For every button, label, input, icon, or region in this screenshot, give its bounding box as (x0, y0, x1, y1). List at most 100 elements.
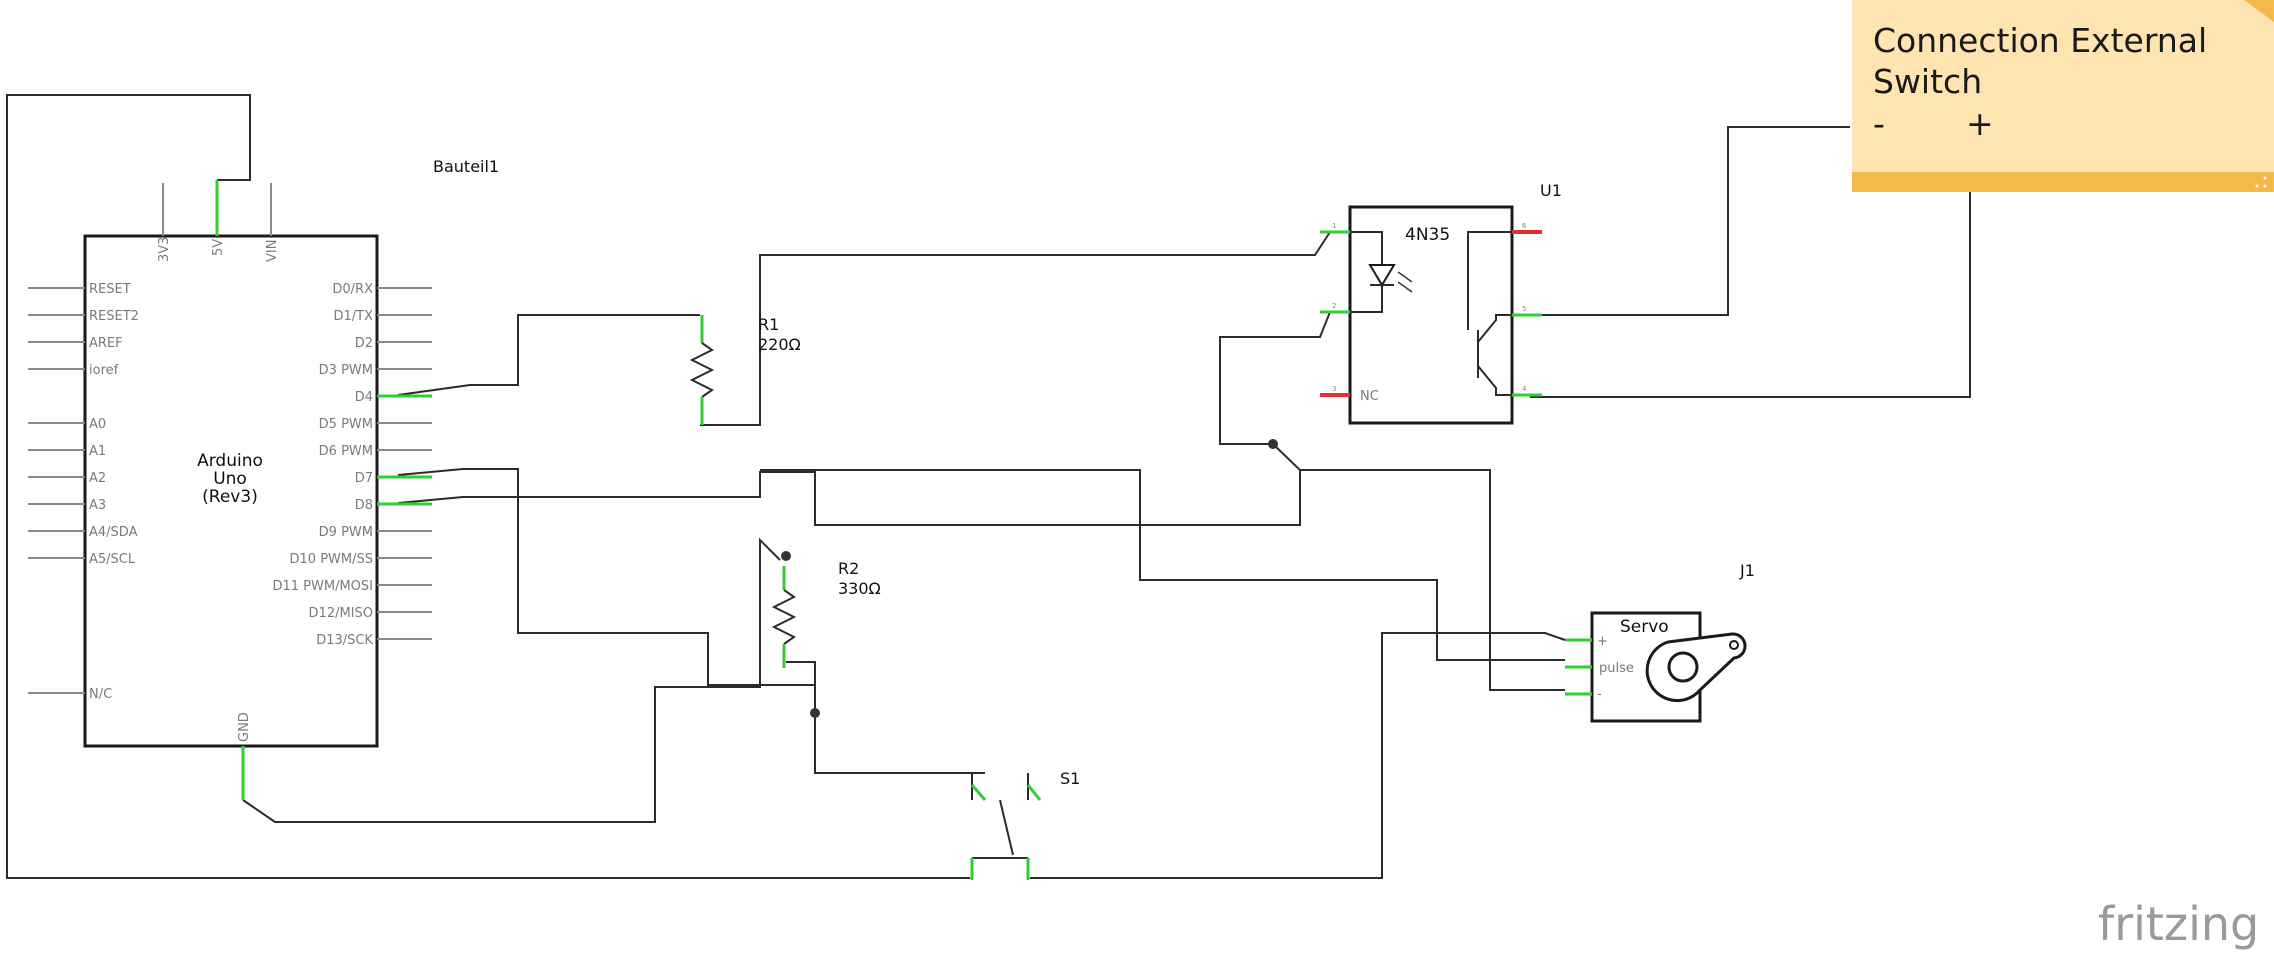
pin-label-d11: D11 PWM/MOSI (272, 579, 373, 594)
u1-part-label: 4N35 (1405, 225, 1450, 245)
u1-ref-label: U1 (1540, 181, 1562, 200)
note-external-switch[interactable]: Connection External Switch - + (1852, 0, 2274, 192)
u1-pin-num: 5 (1522, 305, 1526, 313)
pin-label-d1: D1/TX (333, 309, 373, 324)
arduino-name-1: Arduino (197, 451, 263, 471)
pin-label-a2: A2 (89, 471, 106, 486)
s1-pin-2[interactable] (1026, 784, 1042, 801)
pin-label-d10: D10 PWM/SS (290, 552, 373, 567)
pin-label-aref: AREF (89, 336, 123, 351)
wire-d8-to-junction[interactable] (397, 443, 1301, 526)
u1-light-arrow (1397, 281, 1413, 293)
pin-label-d0: D0/RX (332, 282, 373, 297)
arduino-uno[interactable]: Bauteil1 Arduino Uno (Rev3) 3V3 5V VIN G… (28, 157, 499, 800)
note-plus: + (1966, 104, 1994, 143)
r1-zigzag (689, 342, 715, 398)
pin-label-a0: A0 (89, 417, 106, 432)
pin-label-reset2: RESET2 (89, 309, 139, 324)
u1-pin-num: 3 (1332, 385, 1336, 393)
j1-pin-label-minus: - (1597, 687, 1602, 702)
pin-label-d6: D6 PWM (319, 444, 373, 459)
pin-label-gnd: GND (237, 712, 252, 742)
pin-label-3v3: 3V3 (157, 237, 172, 262)
pin-label-d3: D3 PWM (319, 363, 373, 378)
u1-light-arrow (1397, 271, 1413, 283)
pin-label-nc: N/C (89, 687, 112, 702)
wire-to-servo-pulse[interactable] (760, 469, 1565, 661)
r2-ref-label: R2 (838, 559, 859, 578)
pin-label-d7: D7 (355, 471, 373, 486)
u1-pin-num: 2 (1332, 302, 1336, 310)
u1-pin-num: 1 (1332, 222, 1336, 230)
pin-label-a3: A3 (89, 498, 106, 513)
r1-ref-label: R1 (758, 315, 779, 334)
u1-body[interactable] (1348, 205, 1514, 425)
resize-grip-icon[interactable] (2255, 176, 2267, 188)
s1-pin-1[interactable] (970, 784, 987, 801)
junction-dot (781, 551, 791, 561)
wire-to-servo-minus[interactable] (1300, 469, 1565, 691)
note-title-line1: Connection External (1873, 21, 2207, 60)
note-title-line2: Switch (1873, 62, 1982, 101)
optocoupler-u1[interactable]: U1 4N35 NC 1 2 3 6 5 4 (1320, 181, 1562, 425)
note-background (1852, 0, 2274, 172)
arduino-left-pins: RESET RESET2 AREF ioref A0 A1 A2 A3 A4/S… (28, 282, 139, 702)
pin-label-a1: A1 (89, 444, 106, 459)
j1-title: Servo (1620, 617, 1669, 637)
u1-transistor-collector (1477, 314, 1512, 343)
arduino-ref-label: Bauteil1 (433, 157, 499, 176)
pushbutton-s1[interactable]: S1 (970, 769, 1080, 880)
wire-u1-emitter-to-switch[interactable] (1530, 126, 1850, 316)
servo-j1[interactable]: J1 Servo + pulse - (1565, 561, 1755, 723)
pin-label-d5: D5 PWM (319, 417, 373, 432)
r2-zigzag (771, 589, 797, 645)
note-fold (2244, 0, 2274, 22)
wire-d4-to-r1[interactable] (397, 314, 700, 396)
junctions (781, 439, 1278, 718)
arduino-name-3: (Rev3) (202, 487, 258, 507)
wire-r1-to-u1-anode[interactable] (700, 231, 1331, 426)
junction-dot (1268, 439, 1278, 449)
u1-led-cathode (1350, 285, 1383, 313)
wire-gnd[interactable] (242, 537, 781, 823)
junction-dot (810, 708, 820, 718)
pin-label-d13: D13/SCK (316, 633, 373, 648)
pin-label-d9: D9 PWM (319, 525, 373, 540)
note-bar (1852, 172, 2274, 192)
pin-label-reset: RESET (89, 282, 131, 297)
pin-label-ioref: ioref (89, 363, 119, 378)
wire-5v-to-s1[interactable] (6, 94, 970, 879)
resistor-r1[interactable]: R1 220Ω (689, 315, 801, 425)
u1-led-icon (1368, 264, 1396, 287)
note-minus: - (1873, 104, 1885, 143)
wire-d7-to-s1[interactable] (397, 468, 985, 774)
resistor-r2[interactable]: R2 330Ω (771, 559, 881, 668)
j1-pin-label-pulse: pulse (1599, 661, 1634, 676)
u1-transistor-base-wire (1467, 231, 1512, 330)
pin-label-d4: D4 (355, 390, 373, 405)
wire-s1-to-servo-plus[interactable] (1030, 632, 1566, 879)
pin-label-5v: 5V (211, 239, 226, 256)
arduino-right-pins: D0/RX D1/TX D2 D3 PWM D4 D5 PWM D6 PWM D… (272, 282, 432, 648)
pin-label-d12: D12/MISO (309, 606, 373, 621)
pin-label-d2: D2 (355, 336, 373, 351)
u1-nc-label: NC (1360, 389, 1379, 404)
u1-pin-num: 6 (1522, 222, 1527, 230)
pin-label-d8: D8 (355, 498, 373, 513)
s1-actuator (999, 799, 1014, 856)
fritzing-logo: fritzing (2098, 897, 2259, 951)
wire-u1-cathode[interactable] (1219, 311, 1331, 445)
wire-r2-bottom[interactable] (786, 661, 816, 713)
wires (6, 94, 1971, 879)
u1-led-anode (1350, 231, 1383, 265)
pin-label-vin: VIN (265, 240, 280, 262)
r2-value-label: 330Ω (838, 579, 881, 598)
arduino-body[interactable] (83, 234, 379, 748)
s1-ref-label: S1 (1060, 769, 1080, 788)
j1-pin-label-plus: + (1597, 634, 1608, 649)
pin-label-a4: A4/SDA (89, 525, 138, 540)
r1-value-label: 220Ω (758, 335, 801, 354)
wire-u1-collector-to-switch[interactable] (1530, 190, 1971, 398)
pin-label-a5: A5/SCL (89, 552, 136, 567)
